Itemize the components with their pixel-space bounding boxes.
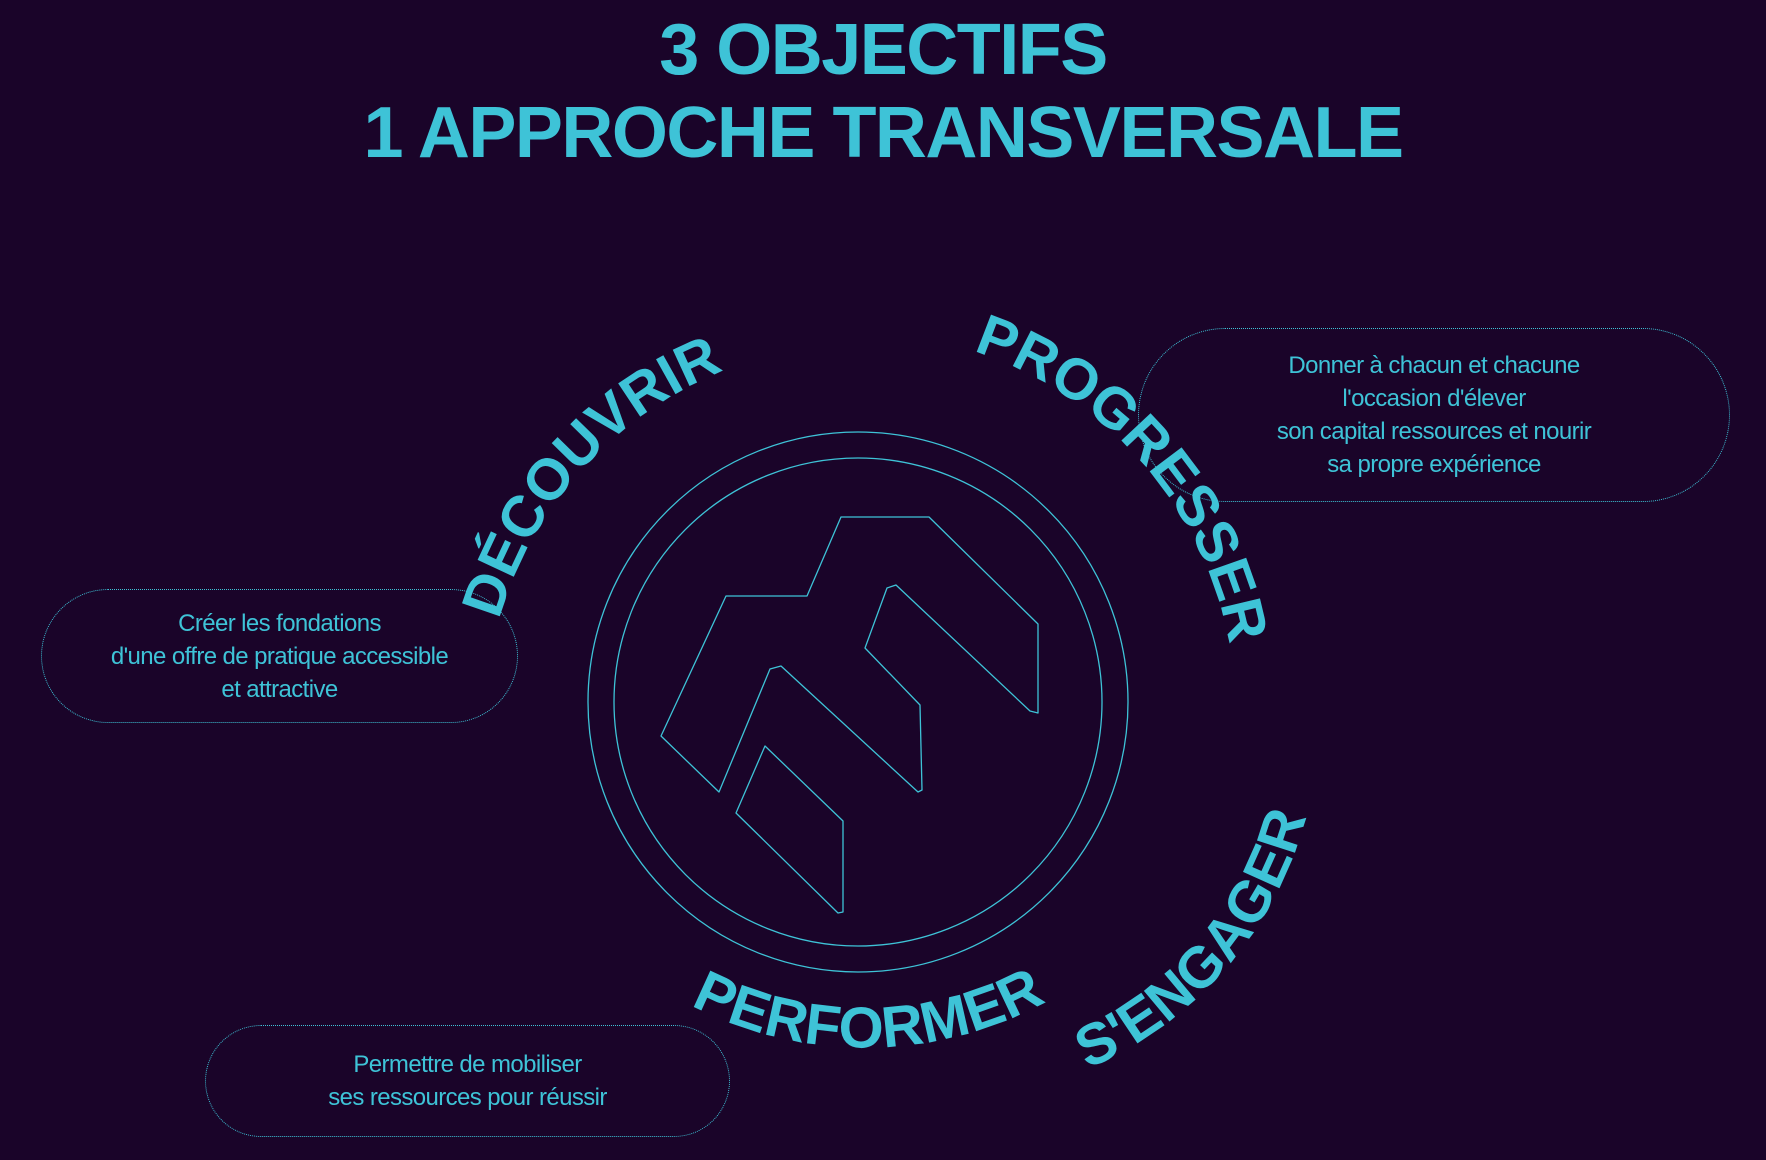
title-line-1: 3 OBJECTIFS	[659, 10, 1108, 90]
decouvrir-description: Créer les fondations d'une offre de prat…	[110, 607, 449, 706]
performer-description-pill: Permettre de mobiliser ses ressources po…	[205, 1025, 730, 1137]
progresser-description-line: Donner à chacun et chacune	[1288, 352, 1580, 379]
title-line-2: 1 APPROCHE TRANSVERSALE	[363, 93, 1405, 173]
progresser-description-line: sa propre expérience	[1327, 451, 1541, 478]
decouvrir-description-pill: Créer les fondations d'une offre de prat…	[41, 589, 518, 723]
progresser-description-line: l'occasion d'élever	[1342, 385, 1526, 412]
progresser-description-pill: Donner à chacun et chacune l'occasion d'…	[1138, 328, 1730, 502]
performer-description: Permettre de mobiliser ses ressources po…	[328, 1048, 607, 1114]
inner-ring	[613, 457, 1103, 947]
progresser-description: Donner à chacun et chacune l'occasion d'…	[1276, 349, 1592, 481]
label-decouvrir: DÉCOUVRIR	[449, 323, 729, 624]
performer-description-line: Permettre de mobiliser	[353, 1051, 582, 1078]
label-performer: PERFORMER	[685, 955, 1053, 1061]
stylized-m-emblem-icon	[660, 516, 1039, 914]
progresser-description-line: son capital ressources et nourir	[1276, 418, 1592, 445]
performer-description-line: ses ressources pour réussir	[328, 1084, 607, 1111]
label-sengager: S'ENGAGER	[1065, 801, 1319, 1081]
outer-ring	[587, 431, 1129, 973]
decouvrir-description-line: Créer les fondations	[178, 609, 381, 637]
decouvrir-description-line: et attractive	[221, 675, 338, 703]
center-emblem-group	[587, 431, 1129, 973]
decouvrir-description-line: d'une offre de pratique accessible	[110, 642, 449, 670]
